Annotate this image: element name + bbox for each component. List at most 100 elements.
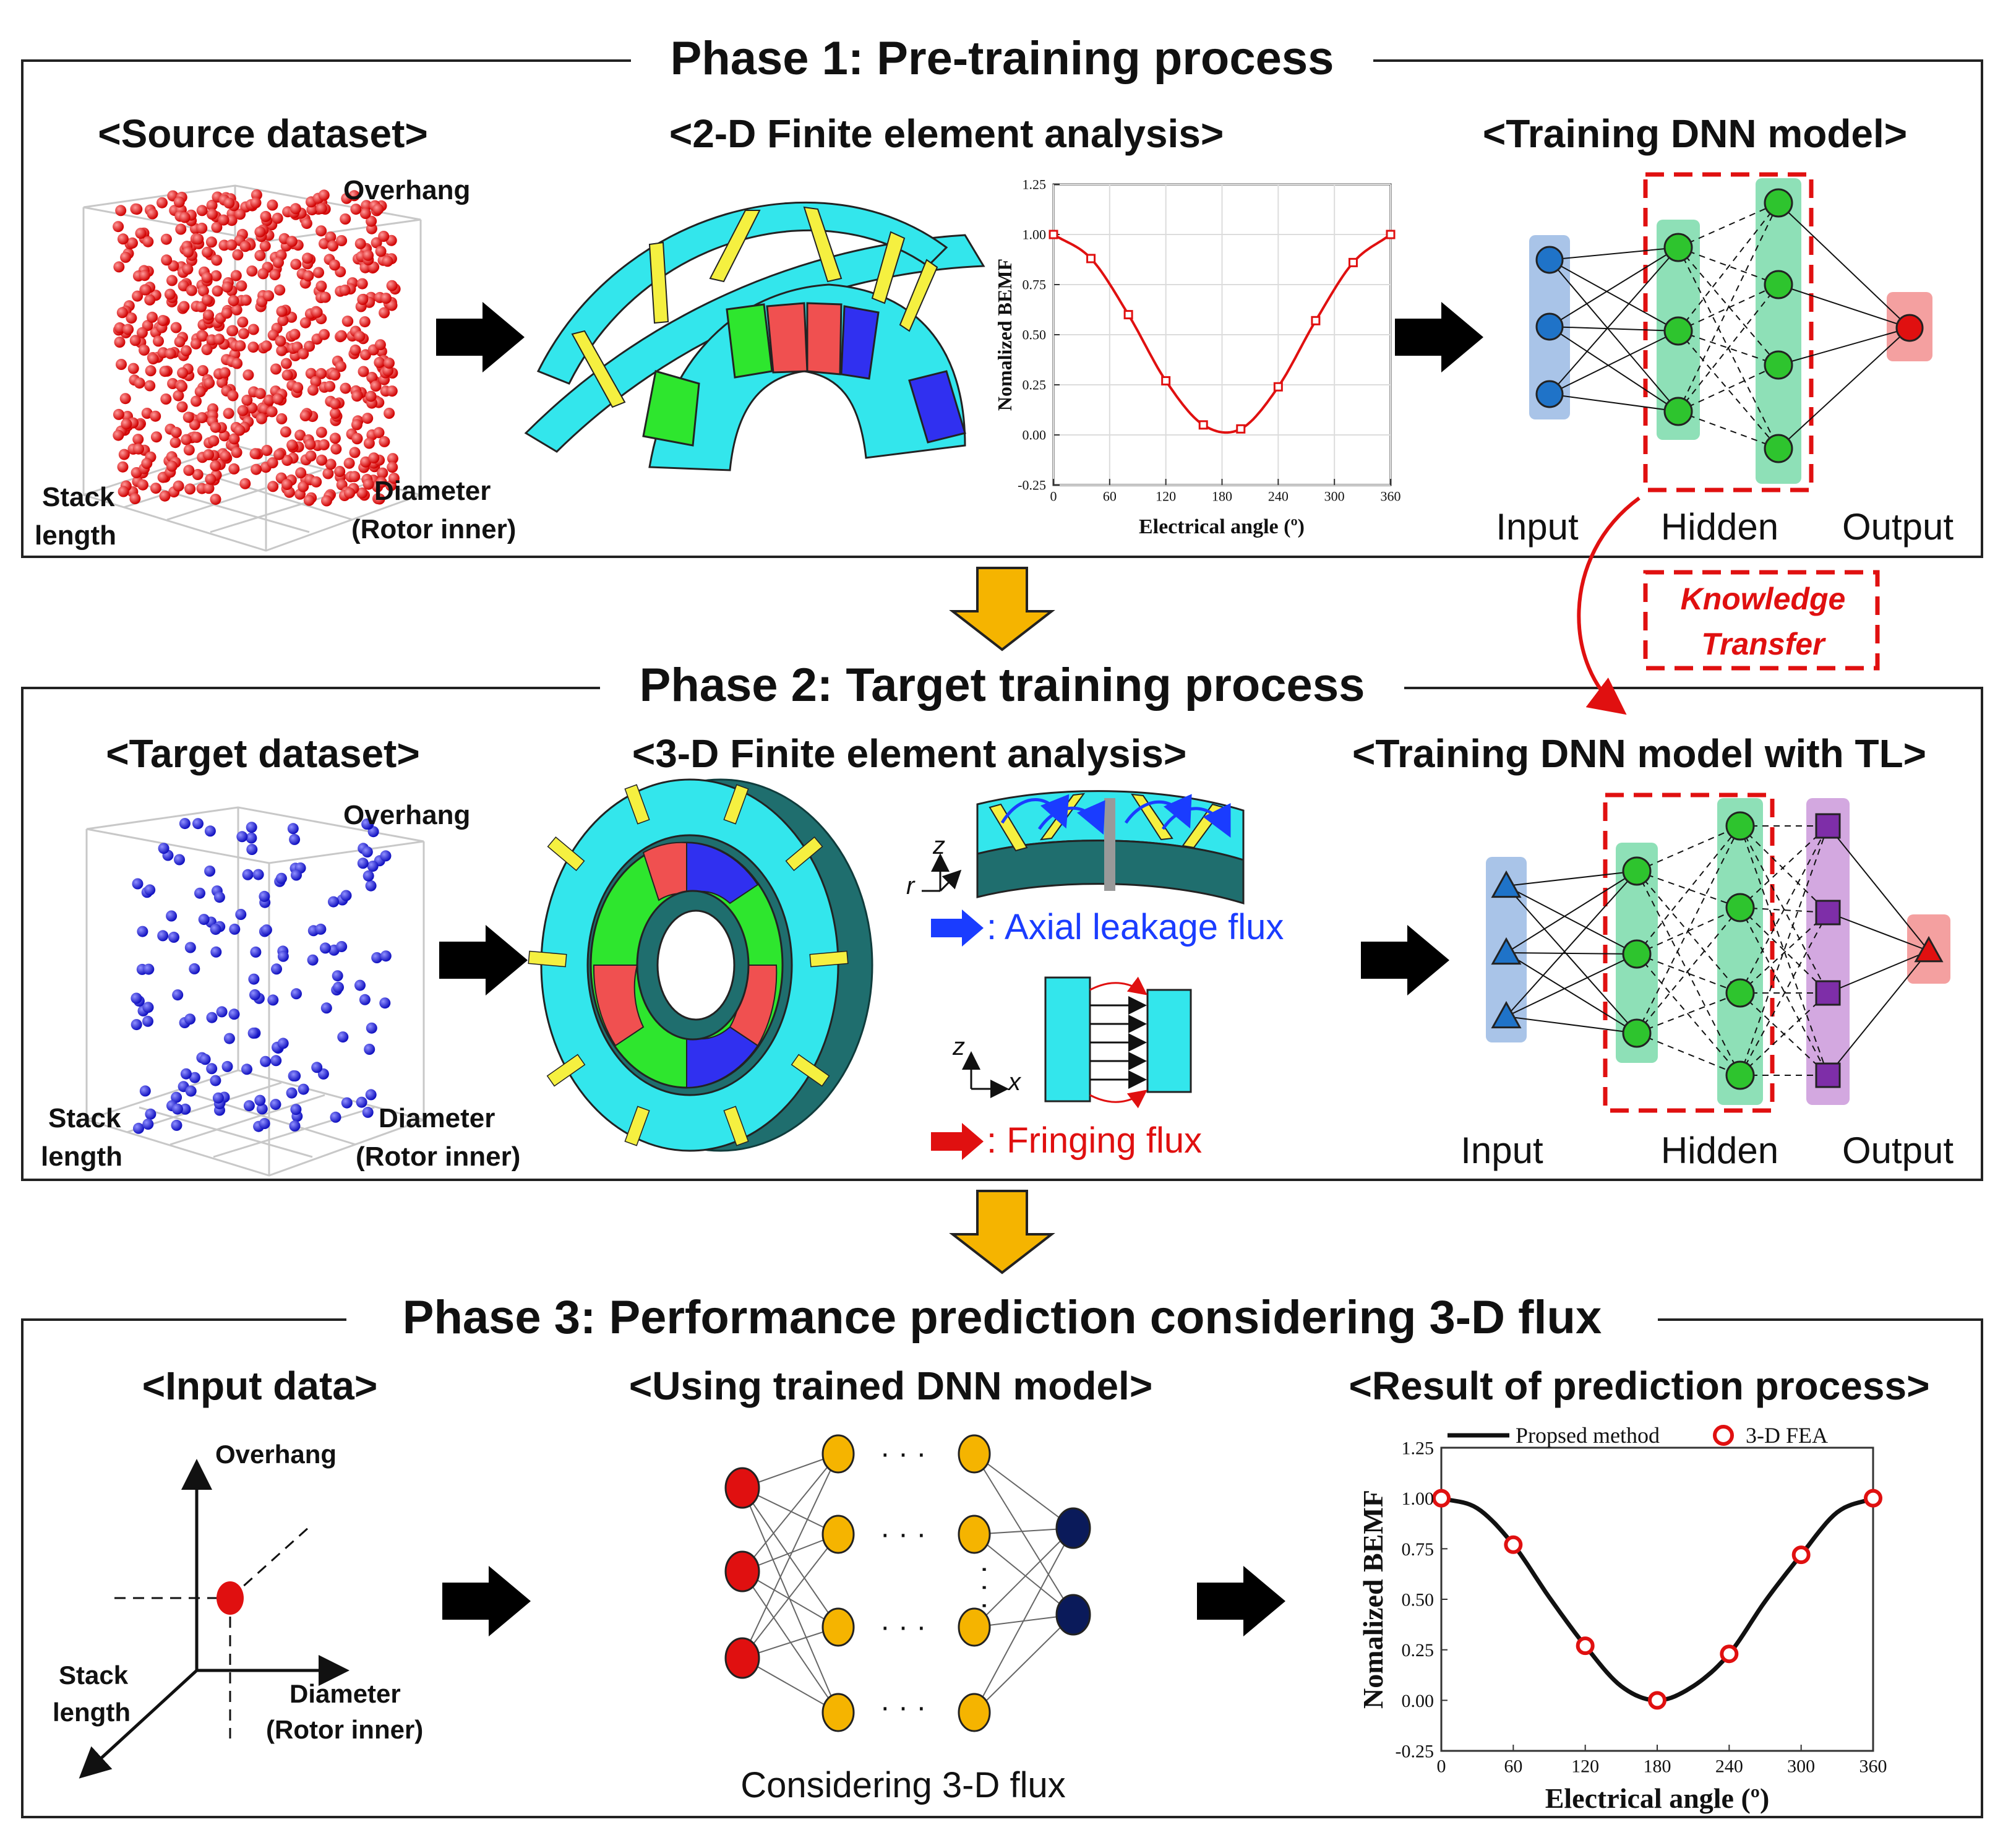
scatter-point [350, 344, 361, 356]
trained-dnn-model: · · · · · · · · · · · · · · · Considerin… [724, 1434, 1091, 1805]
scatter-point [216, 1006, 228, 1018]
nn-connection [1636, 825, 1741, 1034]
ellipsis-top: · · · [880, 1437, 927, 1470]
dnn-model-phase1: Input Hidden Output [1496, 172, 1954, 548]
scatter-point [361, 846, 373, 857]
nn-connection [1739, 992, 1829, 1076]
nn-node [1764, 188, 1793, 218]
nn-connection [1678, 284, 1779, 332]
scatter-point [299, 410, 311, 421]
nn-node [1055, 1507, 1091, 1549]
scatter-point [275, 335, 286, 347]
scatter-point [269, 269, 281, 280]
scatter-point [329, 369, 341, 381]
nn-node [1815, 813, 1841, 839]
nn-node [1725, 1060, 1755, 1090]
scatter-point [226, 239, 238, 251]
nn-connection [974, 1453, 1074, 1615]
axis-label-diameter: Diameter [379, 1103, 495, 1133]
scatter-point [131, 992, 142, 1004]
scatter-point [236, 831, 248, 843]
scatter-point [201, 294, 213, 306]
scatter-point [286, 236, 298, 247]
axis-label-stack: Stack [59, 1661, 129, 1690]
scatter-point [137, 926, 148, 937]
nn-connection [1506, 870, 1637, 953]
scatter-point [221, 1060, 233, 1072]
data-point [1273, 382, 1283, 392]
nn-connection [1778, 202, 1910, 329]
scatter-point [298, 348, 309, 359]
nn-connection [1636, 992, 1741, 1034]
axis-label-rotor-inner: (Rotor inner) [351, 514, 516, 544]
scatter-point [359, 208, 371, 219]
scatter-point [228, 1008, 240, 1020]
scatter-point [281, 369, 293, 381]
scatter-point [203, 309, 214, 321]
title-gap-1 [631, 38, 1373, 83]
scatter-point [239, 478, 251, 489]
scatter-point [178, 280, 189, 291]
nn-connection [1678, 284, 1779, 412]
scatter-point [192, 233, 204, 245]
heading-training-dnn-tl: <Training DNN model with TL> [1352, 731, 1926, 776]
scatter-point [299, 317, 311, 329]
scatter-point [277, 950, 289, 962]
scatter-point [315, 426, 327, 438]
scatter-point [212, 285, 223, 297]
nn-connection [1827, 825, 1929, 952]
scatter-point [157, 315, 169, 327]
scatter-point [115, 205, 127, 217]
scatter-point [181, 434, 192, 445]
nn-connection [1739, 907, 1829, 994]
scatter-point [254, 226, 266, 238]
x-tick-label: 180 [1644, 1756, 1671, 1777]
scatter-point [379, 307, 390, 319]
chart-xlabel: Electrical angle (º) [1139, 515, 1305, 538]
chart-ylabel: Nomalized BEMF [993, 259, 1016, 411]
scatter-point [259, 1118, 270, 1129]
data-point [1720, 1644, 1739, 1664]
nn-node [1622, 1018, 1652, 1048]
scatter-point [316, 454, 327, 466]
axis-label-overhang: Overhang [343, 175, 470, 205]
scatter-point [197, 330, 208, 342]
y-tick-label: 0.50 [1402, 1590, 1435, 1610]
scatter-point [129, 335, 141, 346]
axis-label-length: length [41, 1141, 122, 1172]
scatter-point [292, 382, 304, 393]
scatter-point [223, 197, 235, 209]
scatter-point [315, 280, 327, 292]
nn-node [1815, 1062, 1841, 1088]
nn-connection [974, 1534, 1074, 1615]
scatter-point [336, 941, 348, 952]
scatter-point [184, 1013, 196, 1025]
axis-label-rotor-inner: (Rotor inner) [266, 1715, 423, 1744]
input-point [217, 1581, 244, 1615]
x-tick-label: 60 [1504, 1756, 1522, 1777]
scatter-point [236, 280, 247, 292]
scatter-point [260, 1055, 272, 1067]
scatter-point [166, 275, 178, 286]
scatter-point [186, 285, 197, 296]
scatter-point [274, 284, 286, 296]
nn-label-hidden: Hidden [1661, 1130, 1778, 1171]
scatter-point [311, 1062, 323, 1073]
arrow-right-icon [439, 925, 528, 995]
nn-connection [1549, 247, 1679, 395]
axis-label-stack: Stack [48, 1103, 121, 1133]
x-tick-label: 0 [1437, 1756, 1446, 1777]
scatter-point [248, 973, 260, 985]
scatter-point [240, 294, 252, 306]
scatter-point [175, 223, 187, 235]
scatter-point [132, 290, 144, 302]
heading-source-dataset: <Source dataset> [98, 111, 428, 156]
scatter-point [144, 380, 156, 392]
x-tick-label: 120 [1571, 1756, 1599, 1777]
scatter-point [210, 421, 221, 433]
scatter-point [241, 394, 253, 406]
scatter-point [137, 479, 148, 491]
scatter-point [264, 394, 275, 406]
scatter-point [183, 444, 195, 456]
data-point [1576, 1636, 1595, 1656]
